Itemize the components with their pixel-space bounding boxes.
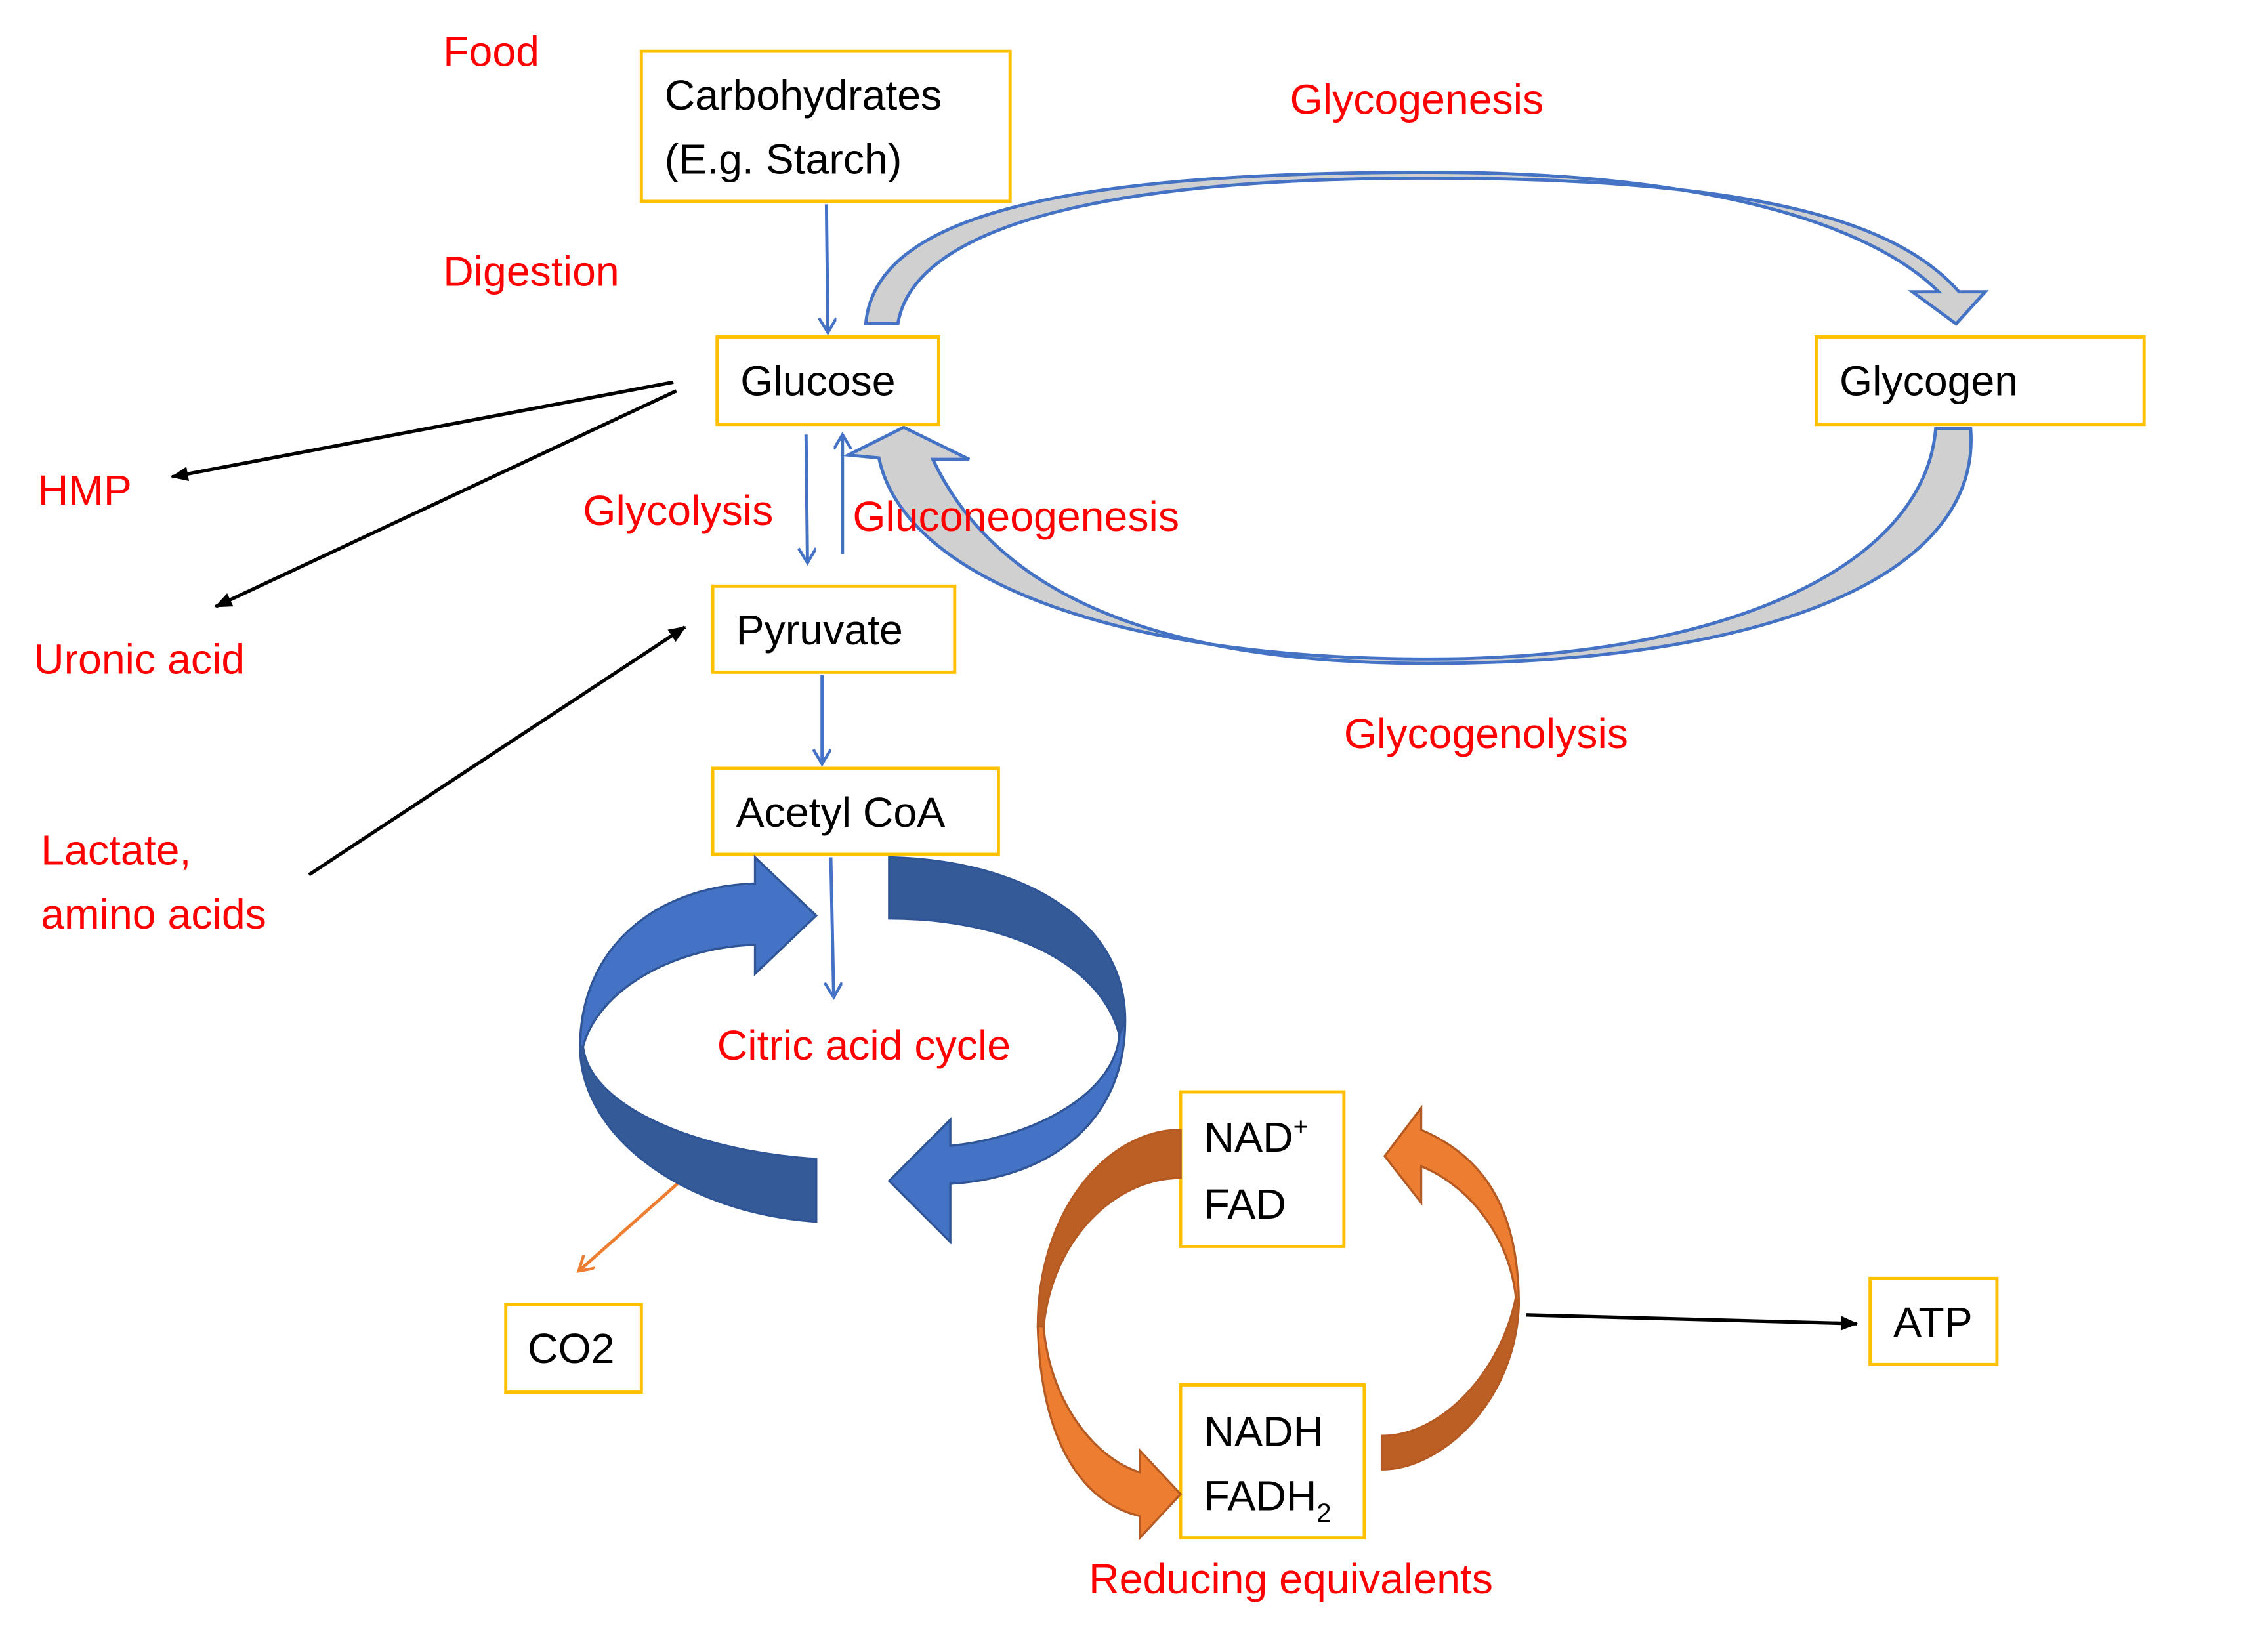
- nad-fad-box: NAD+ FAD: [1179, 1090, 1346, 1248]
- digestion-label: Digestion: [443, 248, 620, 295]
- co2-label: CO2: [528, 1325, 614, 1372]
- glycogen-box: Glycogen: [1815, 335, 2146, 427]
- fadh2-label: FADH2: [1204, 1472, 1332, 1528]
- cycle-to-co2-arrow: [579, 1167, 695, 1271]
- atp-box: ATP: [1868, 1276, 1999, 1366]
- glycolysis-arrow: [806, 434, 807, 562]
- glucose-to-hmp-arrow: [170, 380, 674, 482]
- lactate-label: Lactate,: [41, 827, 191, 874]
- gluconeogenesis-label: Gluconeogenesis: [852, 493, 1179, 540]
- nadh-label: NADH: [1204, 1408, 1324, 1455]
- hmp-label: HMP: [38, 467, 132, 514]
- orange-arrow-right-top: [1383, 1104, 1521, 1305]
- carbohydrates-example: (E.g. Starch): [665, 136, 902, 183]
- amino-acids-label: amino acids: [41, 890, 266, 938]
- cycle-arrow-top-left: [579, 854, 818, 1048]
- fad-label: FAD: [1204, 1181, 1286, 1228]
- nadh-fadh2-box: NADH FADH2: [1179, 1383, 1366, 1540]
- glycogenolysis-label: Glycogenolysis: [1344, 710, 1628, 757]
- acetyl-coa-to-cycle-arrow: [831, 857, 833, 997]
- citric-acid-cycle-arrows: [579, 854, 1127, 1245]
- lactate-to-pyruvate-arrow: [308, 625, 686, 877]
- orange-arrow-left-top: [1036, 1129, 1182, 1328]
- food-label: Food: [443, 28, 539, 75]
- to-atp-arrow: [1526, 1313, 1858, 1331]
- glucose-label: Glucose: [740, 357, 895, 404]
- digestion-arrow: [826, 204, 828, 332]
- cycle-arrow-bottom-right: [887, 1020, 1127, 1245]
- glycogenolysis-arrow: [842, 425, 1973, 665]
- glucose-to-uronic-acid-arrow: [214, 389, 677, 608]
- glycogenesis-label: Glycogenesis: [1290, 76, 1544, 123]
- glucose-box: Glucose: [715, 335, 940, 427]
- cycle-arrow-top-right: [888, 856, 1127, 1039]
- citric-acid-cycle-label: Citric acid cycle: [717, 1022, 1011, 1069]
- nad-label: NAD+: [1204, 1113, 1309, 1161]
- reducing-equivalents-arrows: [1036, 1104, 1521, 1541]
- carbohydrates-box: Carbohydrates (E.g. Starch): [639, 49, 1012, 203]
- atp-label: ATP: [1893, 1299, 1972, 1346]
- pyruvate-label: Pyruvate: [736, 606, 903, 654]
- orange-arrow-left-bottom: [1036, 1325, 1183, 1541]
- glycogen-label: Glycogen: [1839, 357, 2018, 404]
- uronic-acid-label: Uronic acid: [33, 636, 245, 683]
- orange-arrow-right-bottom: [1380, 1293, 1521, 1471]
- cycle-arrow-bottom-left: [579, 1045, 818, 1223]
- pyruvate-box: Pyruvate: [711, 584, 957, 674]
- reducing-equivalents-label: Reducing equivalents: [1089, 1555, 1493, 1602]
- glycolysis-label: Glycolysis: [583, 487, 773, 534]
- acetyl-coa-box: Acetyl CoA: [711, 766, 1000, 856]
- acetyl-coa-label: Acetyl CoA: [736, 789, 946, 836]
- glycogenesis-arrow: [864, 171, 1989, 326]
- carbohydrates-label: Carbohydrates: [665, 72, 942, 119]
- co2-box: CO2: [504, 1303, 643, 1394]
